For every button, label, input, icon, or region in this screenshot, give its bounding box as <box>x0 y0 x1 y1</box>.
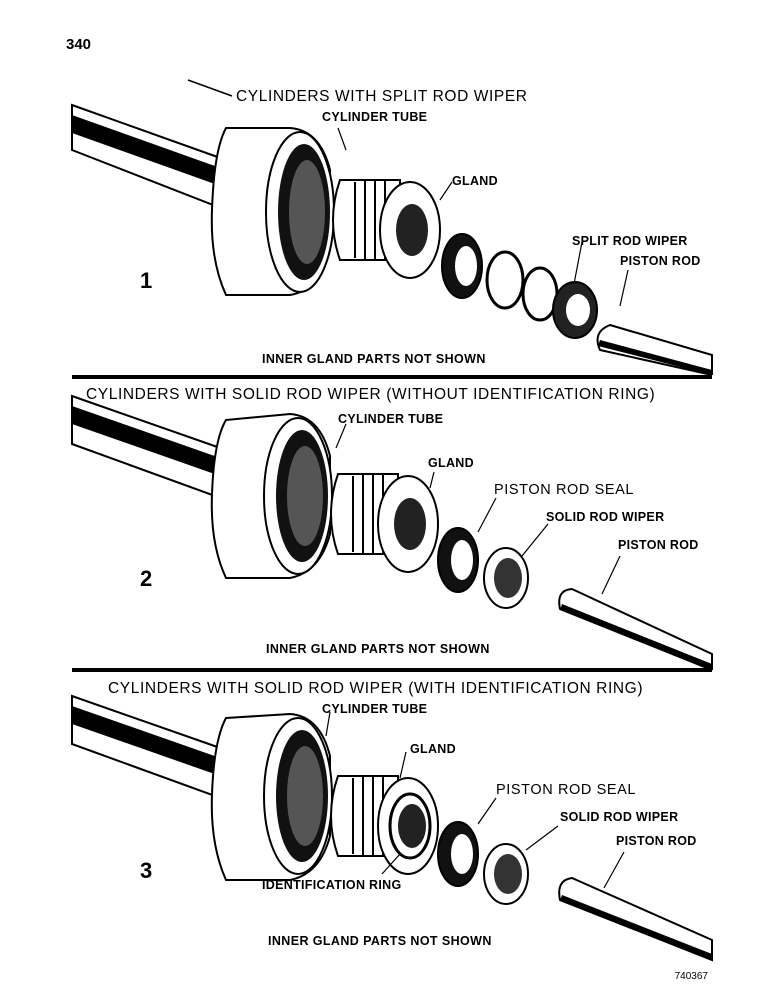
section-2-number: 2 <box>140 566 153 591</box>
section-3-number: 3 <box>140 858 153 883</box>
section-2-illustration <box>71 394 713 670</box>
piston-rod-seal-label: PISTON ROD SEAL <box>496 782 637 798</box>
solid-rod-wiper-label: SOLID ROD WIPER <box>546 510 665 524</box>
figure-id: 740367 <box>674 971 708 982</box>
section-2-title: CYLINDERS WITH SOLID ROD WIPER (WITHOUT … <box>86 386 656 403</box>
identification-ring-label: IDENTIFICATION RING <box>262 878 402 892</box>
section-2-note: INNER GLAND PARTS NOT SHOWN <box>266 642 490 656</box>
section-3: CYLINDERS WITH SOLID ROD WIPER (WITH IDE… <box>0 678 780 978</box>
section-1-title: CYLINDERS WITH SPLIT ROD WIPER <box>236 88 528 105</box>
divider-2 <box>72 668 712 672</box>
section-3-note: INNER GLAND PARTS NOT SHOWN <box>268 934 492 948</box>
piston-rod-label: PISTON ROD <box>618 538 699 552</box>
section-1-number: 1 <box>140 268 153 293</box>
section-1-illustration <box>71 79 713 375</box>
page-number: 340 <box>66 36 92 53</box>
piston-rod-seal-label: PISTON ROD SEAL <box>494 482 635 498</box>
solid-rod-wiper-label: SOLID ROD WIPER <box>560 810 679 824</box>
section-1: CYLINDERS WITH SPLIT ROD WIPER CYLINDER … <box>0 70 780 375</box>
piston-rod-label: PISTON ROD <box>616 834 697 848</box>
section-1-note: INNER GLAND PARTS NOT SHOWN <box>262 352 486 366</box>
cylinder-tube-label: CYLINDER TUBE <box>338 412 444 426</box>
section-3-title: CYLINDERS WITH SOLID ROD WIPER (WITH IDE… <box>108 680 644 697</box>
split-rod-wiper-label: SPLIT ROD WIPER <box>572 234 688 248</box>
divider-1 <box>72 375 712 379</box>
section-2: CYLINDERS WITH SOLID ROD WIPER (WITHOUT … <box>0 384 780 670</box>
gland-label: GLAND <box>452 174 498 188</box>
section-3-illustration <box>71 694 713 962</box>
cylinder-tube-label: CYLINDER TUBE <box>322 110 428 124</box>
gland-label: GLAND <box>428 456 474 470</box>
gland-label: GLAND <box>410 742 456 756</box>
cylinder-tube-label: CYLINDER TUBE <box>322 702 428 716</box>
piston-rod-label: PISTON ROD <box>620 254 701 268</box>
